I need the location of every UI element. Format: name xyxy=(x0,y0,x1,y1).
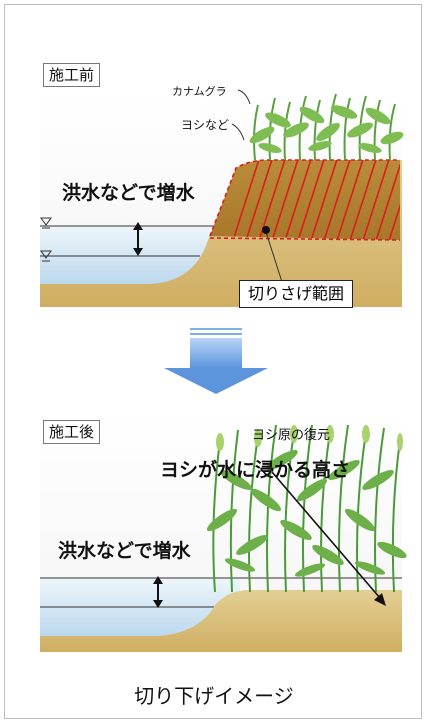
before-plants xyxy=(253,93,396,161)
before-leaves xyxy=(249,105,404,153)
after-plumes xyxy=(216,425,403,451)
cut-range-callout: 切りさげ範囲 xyxy=(239,280,354,308)
water-level-marks-before xyxy=(40,217,52,262)
caption: 切り下げイメージ xyxy=(134,684,294,708)
before-scene xyxy=(40,89,404,307)
after-tag: 施工後 xyxy=(43,420,101,444)
leader-lines-before xyxy=(231,89,283,283)
yoshi-label: ヨシなど xyxy=(181,118,230,132)
after-leaves xyxy=(206,450,407,577)
height-pointer xyxy=(271,471,381,599)
after-scene xyxy=(40,410,407,652)
transition-arrow xyxy=(164,328,268,394)
kanamugura-label: カナムグラ xyxy=(172,85,227,98)
restore-label: ヨシ原の復元 xyxy=(252,428,331,443)
after-bank xyxy=(40,590,402,652)
flood-label-before: 洪水などで増水 xyxy=(62,182,195,204)
height-label: ヨシが水に浸かる高さ xyxy=(160,459,351,481)
cut-section xyxy=(210,160,400,240)
before-tag: 施工前 xyxy=(43,63,101,87)
flood-label-after: 洪水などで増水 xyxy=(58,540,191,562)
